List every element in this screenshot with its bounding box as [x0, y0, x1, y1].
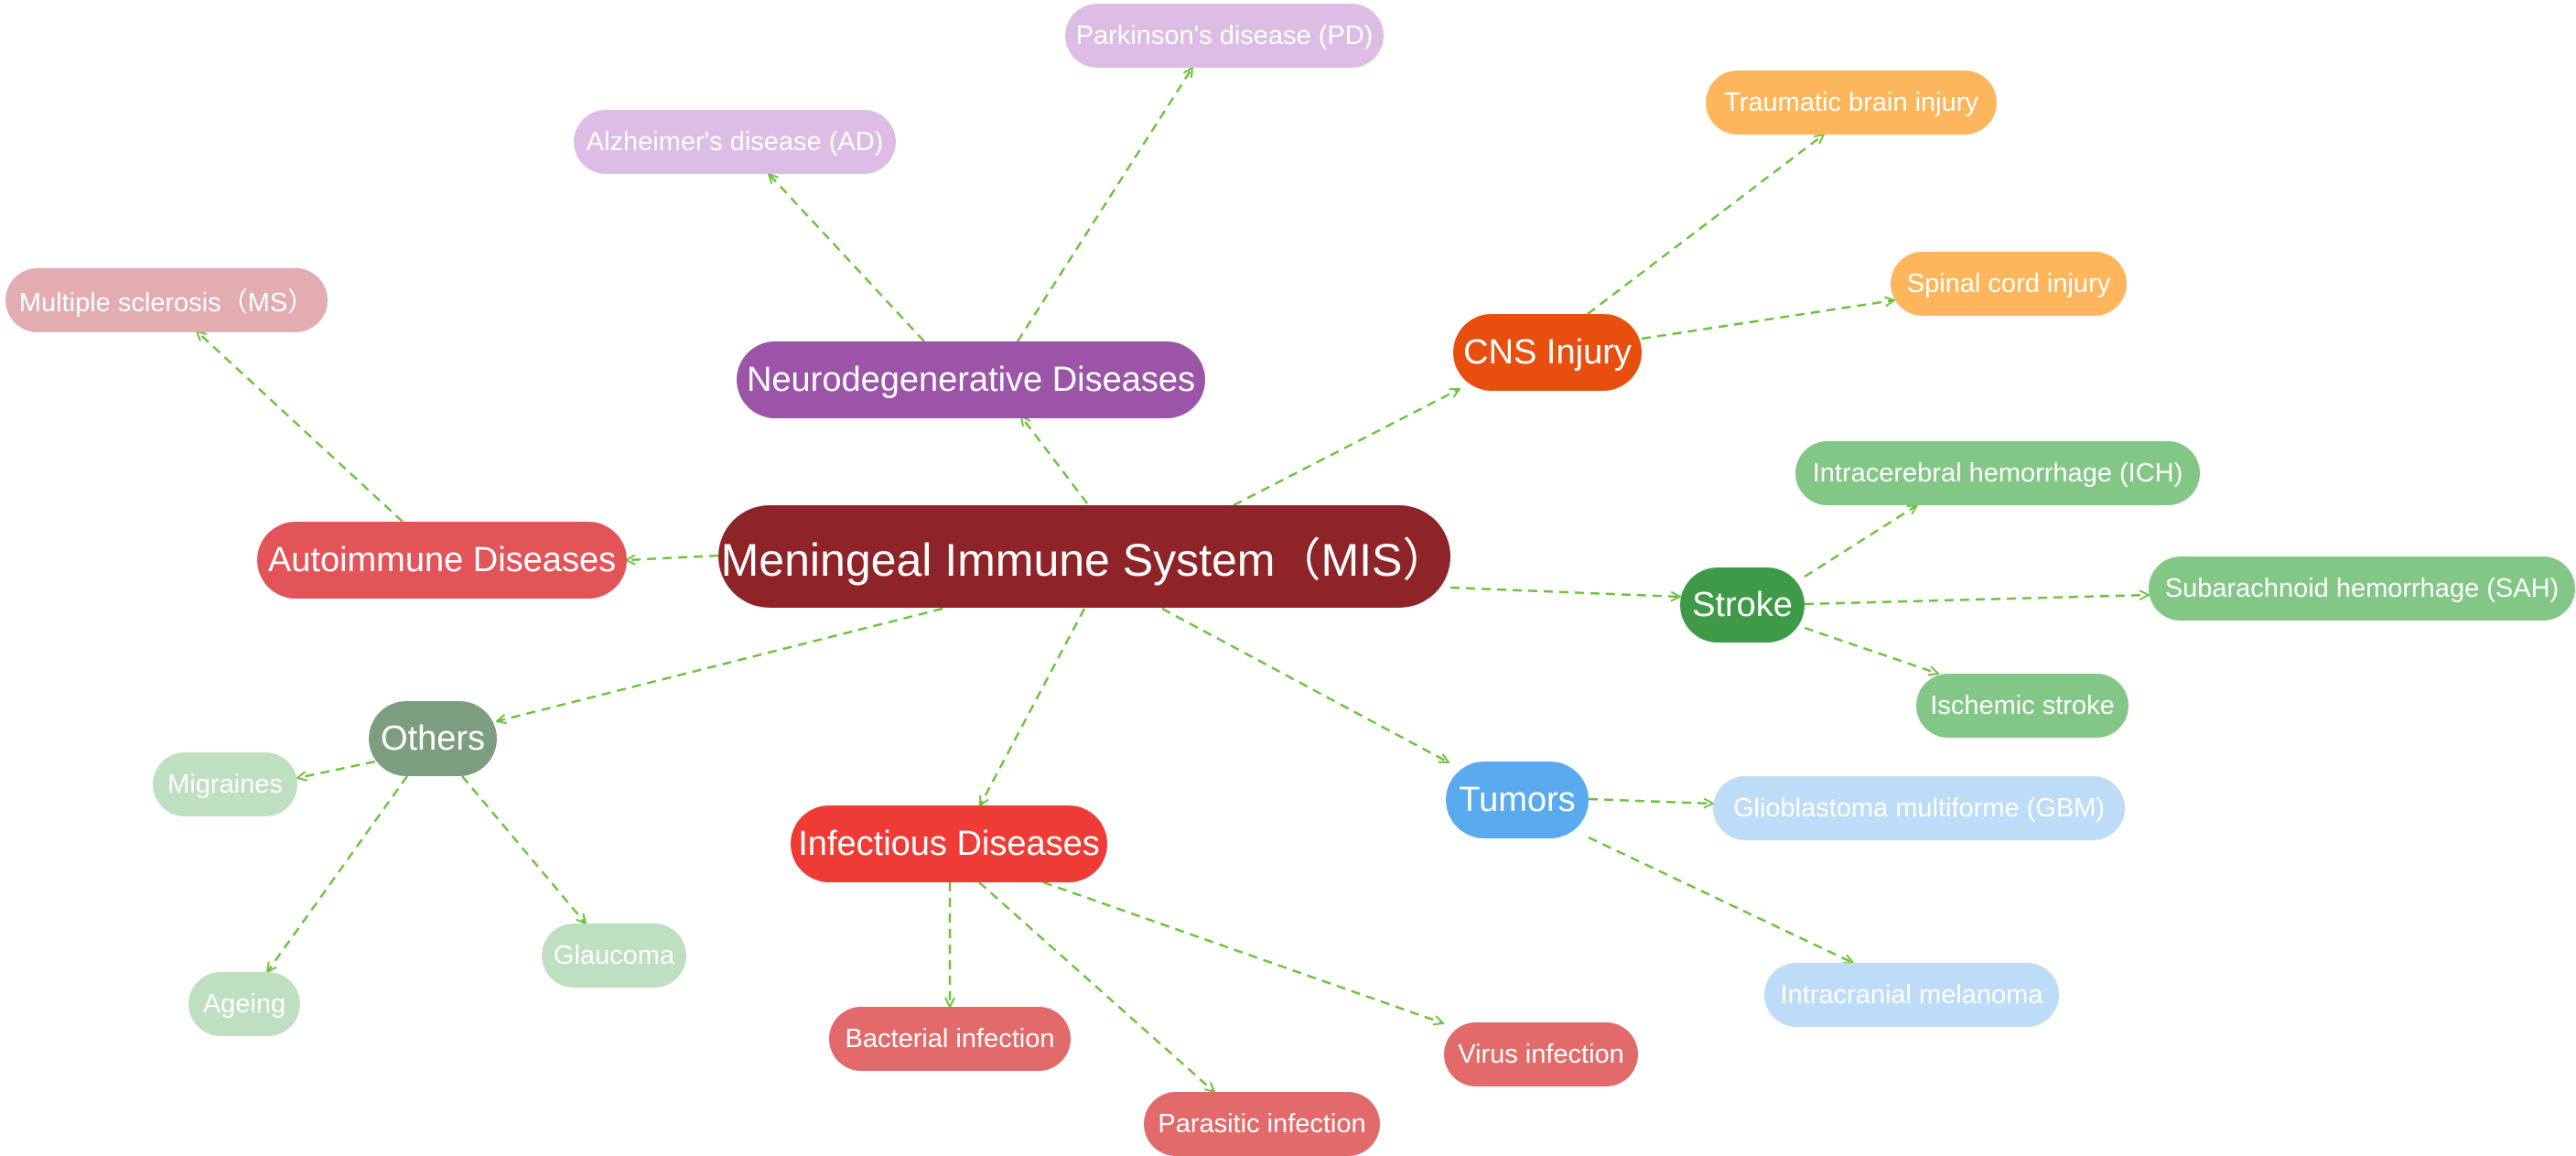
- connector-arrow: [267, 775, 409, 972]
- root-node[interactable]: Meningeal Immune System（MIS）: [718, 505, 1450, 608]
- connector-arrow: [197, 331, 404, 523]
- leaf-bacterial-infection[interactable]: Bacterial infection: [829, 1007, 1071, 1071]
- leaf-intracerebral-hemorrhage[interactable]: Intracerebral hemorrhage (ICH): [1795, 441, 2200, 505]
- connector-arrow: [1161, 607, 1449, 764]
- connector-arrow: [1042, 881, 1443, 1023]
- connector-arrow: [1641, 300, 1894, 340]
- leaf-multiple-sclerosis[interactable]: Multiple sclerosis（MS）: [5, 268, 328, 332]
- connector-arrow: [1450, 586, 1680, 597]
- leaf-migraines[interactable]: Migraines: [153, 752, 297, 816]
- leaf-glioblastoma-multiforme[interactable]: Glioblastoma multiforme (GBM): [1713, 776, 2125, 840]
- connector-arrow: [497, 607, 943, 721]
- connector-arrow: [626, 556, 719, 560]
- connector-arrow: [1804, 595, 2149, 606]
- leaf-spinal-cord-injury[interactable]: Spinal cord injury: [1891, 252, 2127, 316]
- connector-arrow: [1588, 836, 1853, 963]
- connector-arrow: [1021, 416, 1088, 504]
- leaf-ischemic-stroke[interactable]: Ischemic stroke: [1916, 674, 2129, 738]
- connector-arrow: [769, 174, 925, 342]
- connector-arrow: [1588, 797, 1713, 804]
- connector-arrow: [1804, 626, 1938, 674]
- leaf-virus-infection[interactable]: Virus infection: [1444, 1022, 1638, 1086]
- leaf-alzheimers-disease[interactable]: Alzheimer's disease (AD): [574, 110, 896, 174]
- leaf-parkinsons-disease[interactable]: Parkinson's disease (PD): [1065, 4, 1384, 68]
- category-infectious-diseases[interactable]: Infectious Diseases: [791, 805, 1107, 882]
- connector-arrow: [461, 775, 586, 924]
- category-autoimmune-diseases[interactable]: Autoimmune Diseases: [257, 522, 627, 599]
- leaf-ageing[interactable]: Ageing: [189, 972, 300, 1036]
- connector-arrow: [1804, 505, 1917, 578]
- leaf-parasitic-infection[interactable]: Parasitic infection: [1144, 1092, 1380, 1156]
- category-neurodegenerative-diseases[interactable]: Neurodegenerative Diseases: [737, 341, 1205, 418]
- category-tumors[interactable]: Tumors: [1446, 762, 1589, 838]
- connector-arrow: [978, 608, 1086, 805]
- leaf-intracranial-melanoma[interactable]: Intracranial melanoma: [1764, 963, 2059, 1027]
- connector-arrow: [1587, 135, 1824, 315]
- category-cns-injury[interactable]: CNS Injury: [1453, 314, 1642, 391]
- leaf-glaucoma[interactable]: Glaucoma: [542, 924, 686, 988]
- category-stroke[interactable]: Stroke: [1680, 567, 1805, 643]
- category-others[interactable]: Others: [369, 701, 497, 776]
- connector-arrow: [1016, 68, 1192, 342]
- leaf-traumatic-brain-injury[interactable]: Traumatic brain injury: [1706, 70, 1997, 135]
- connector-arrow: [1233, 387, 1460, 507]
- connector-arrow: [978, 881, 1214, 1092]
- leaf-subarachnoid-hemorrhage[interactable]: Subarachnoid hemorrhage (SAH): [2149, 556, 2575, 621]
